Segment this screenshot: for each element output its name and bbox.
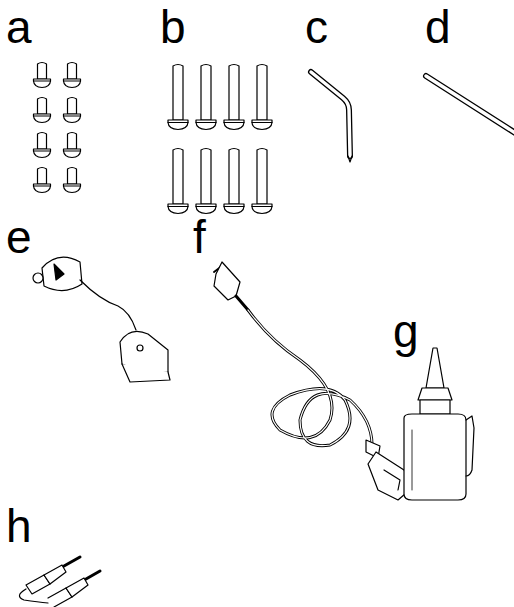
part-letter: b — [160, 4, 186, 50]
part-letter: d — [425, 4, 451, 50]
part-letter: c — [305, 4, 328, 50]
oil-bottle — [404, 348, 474, 500]
part-letter: e — [6, 214, 32, 260]
cap-with-bracket — [33, 257, 170, 382]
audio-cable — [19, 557, 100, 607]
short-screws — [34, 63, 81, 193]
power-cord — [214, 262, 412, 500]
hex-key — [311, 72, 352, 162]
hex-key — [426, 76, 514, 136]
part-letter: g — [393, 308, 419, 354]
part-letter: f — [193, 214, 206, 260]
long-screws — [168, 65, 272, 214]
part-letter: h — [6, 503, 32, 549]
part-letter: a — [6, 4, 32, 50]
